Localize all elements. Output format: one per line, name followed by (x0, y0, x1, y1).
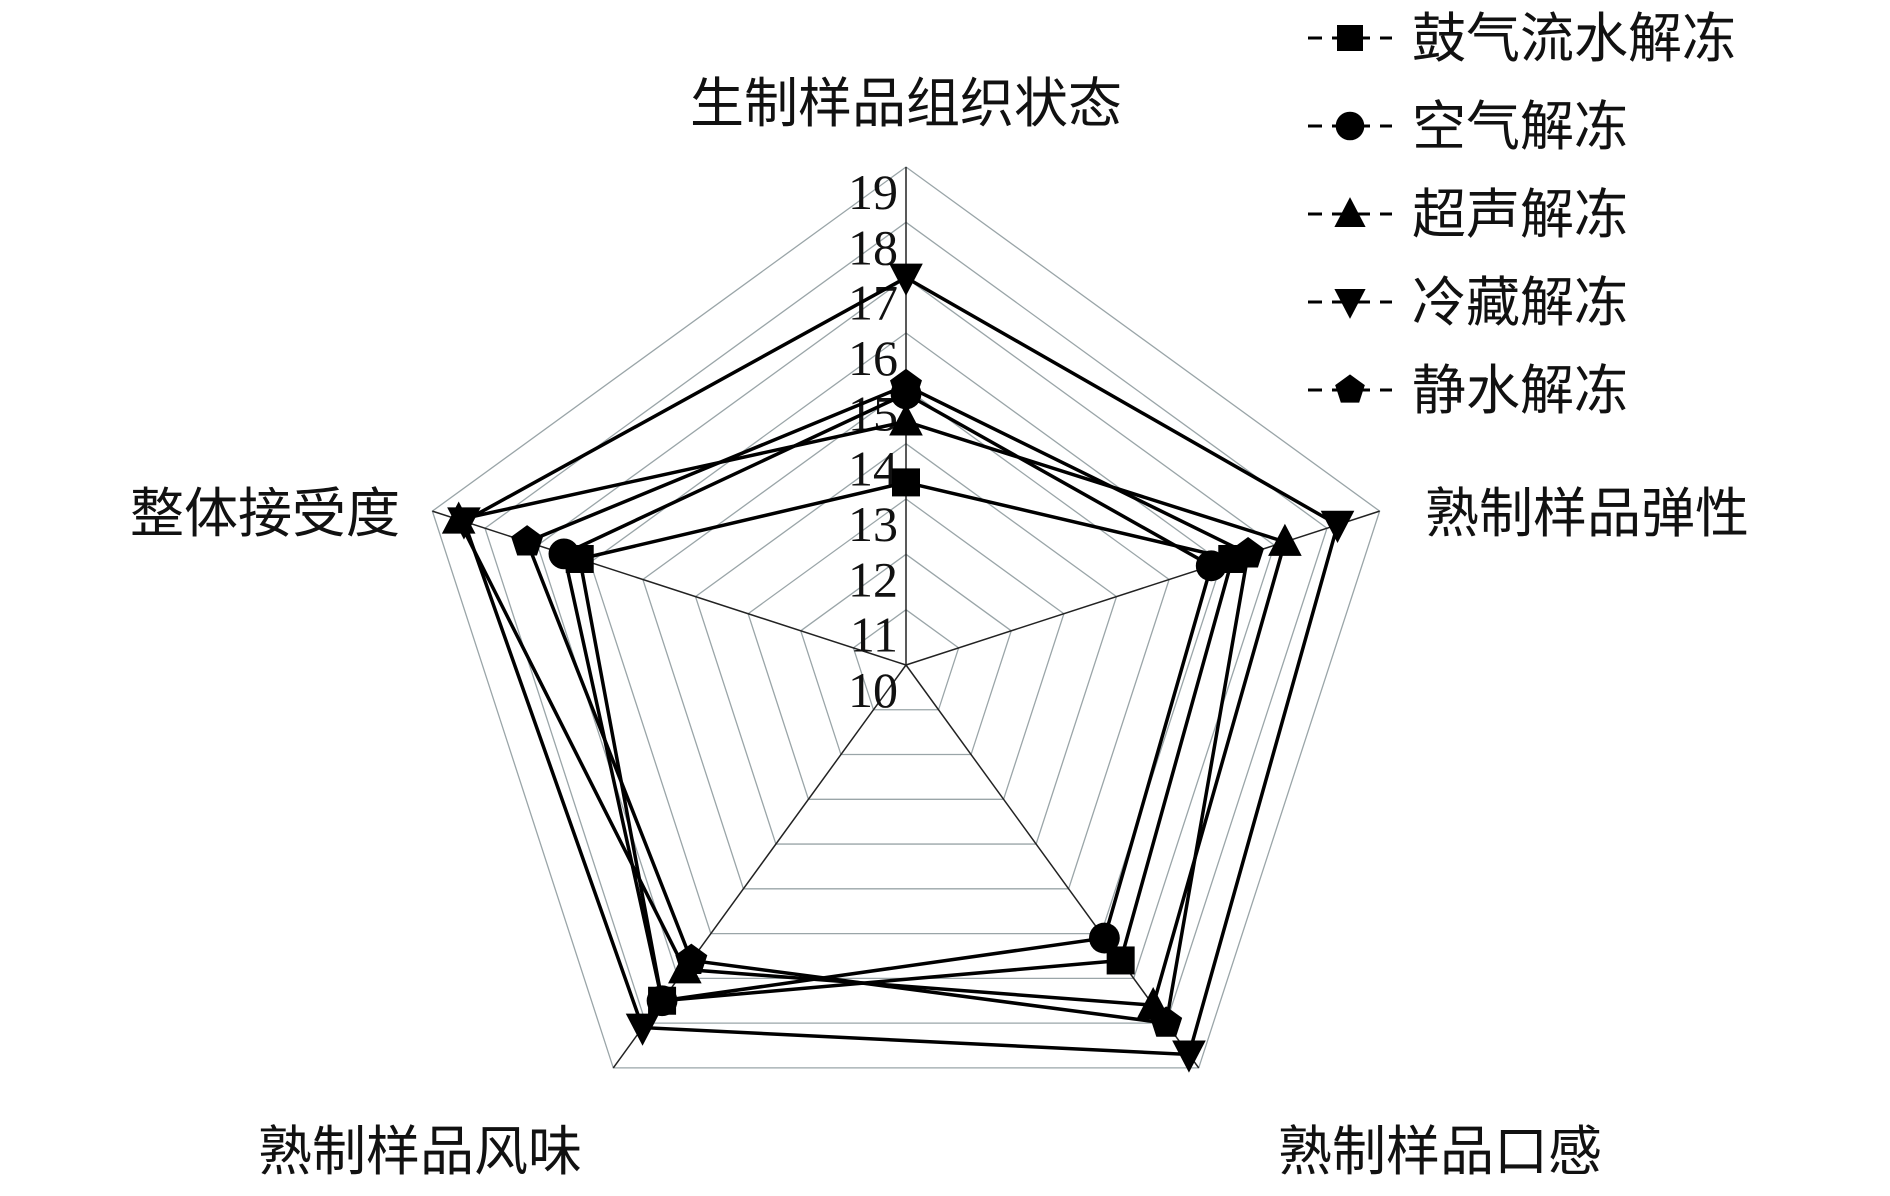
marker-circle (548, 538, 580, 570)
series-pentagon (511, 368, 1265, 1037)
grid-ring-13 (747, 498, 1065, 800)
series-line (524, 383, 1251, 1026)
tick-label: 17 (848, 275, 898, 331)
grid-ring-11 (852, 608, 960, 711)
tick-label: 10 (848, 662, 898, 718)
marker-pentagon (1232, 537, 1265, 568)
axis-spoke (432, 510, 907, 666)
legend-item: 空气解冻 (1308, 95, 1628, 158)
marker-square (892, 468, 920, 497)
legend-label: 冷藏解冻 (1412, 271, 1628, 334)
marker-pentagon (511, 525, 544, 556)
marker-triangle-down (625, 1013, 660, 1046)
marker-circle (1088, 922, 1120, 954)
axis-label: 熟制样品弹性 (1425, 482, 1749, 545)
legend-item: 静水解冻 (1308, 359, 1628, 422)
tick-label: 14 (848, 441, 898, 497)
legend-label: 超声解冻 (1412, 183, 1628, 246)
tick-label: 13 (848, 496, 898, 552)
axis-label: 生制样品组织状态 (690, 72, 1122, 135)
grid-ring-14 (694, 442, 1118, 845)
tick-label: 18 (848, 219, 898, 275)
marker-circle (1335, 111, 1365, 141)
marker-triangle-up (889, 403, 923, 436)
legend-label: 空气解冻 (1412, 95, 1628, 158)
marker-pentagon (1150, 1006, 1183, 1037)
marker-triangle-down (1334, 289, 1366, 319)
legend-item: 超声解冻 (1308, 183, 1628, 246)
marker-pentagon (1335, 374, 1365, 403)
series-line (461, 275, 1340, 1057)
legend-label: 鼓气流水解冻 (1412, 7, 1736, 70)
marker-triangle-down (1172, 1040, 1206, 1073)
series-line (456, 419, 1288, 1008)
marker-pentagon (675, 943, 708, 975)
legend-item: 鼓气流水解冻 (1308, 7, 1736, 70)
marker-circle (646, 985, 678, 1017)
marker-triangle-down (889, 263, 923, 296)
legend-label: 静水解冻 (1412, 359, 1628, 422)
marker-circle (1195, 550, 1227, 582)
axis-spoke (905, 510, 1380, 666)
legend-item: 冷藏解冻 (1308, 271, 1628, 334)
axis-label: 整体接受度 (130, 482, 400, 545)
marker-square (1337, 25, 1363, 51)
tick-label: 16 (848, 330, 898, 386)
grid-ring-19 (431, 166, 1381, 1069)
marker-triangle-down (1320, 510, 1355, 543)
grid-ring-16 (589, 332, 1223, 935)
tick-label: 19 (848, 164, 898, 220)
axis-label: 熟制样品口感 (1278, 1120, 1602, 1183)
marker-triangle-down (447, 507, 481, 540)
marker-triangle-up (1334, 197, 1366, 227)
grid-ring-12 (799, 553, 1013, 756)
marker-triangle-up (1268, 523, 1302, 556)
marker-pentagon (890, 368, 922, 400)
tick-label: 12 (848, 551, 898, 607)
grid-ring-15 (642, 387, 1170, 890)
series-line (561, 391, 1214, 1003)
series-triangle-down (447, 263, 1355, 1073)
tick-label: 11 (850, 607, 898, 663)
series-group (441, 263, 1355, 1073)
axis-label: 熟制样品风味 (258, 1120, 582, 1183)
